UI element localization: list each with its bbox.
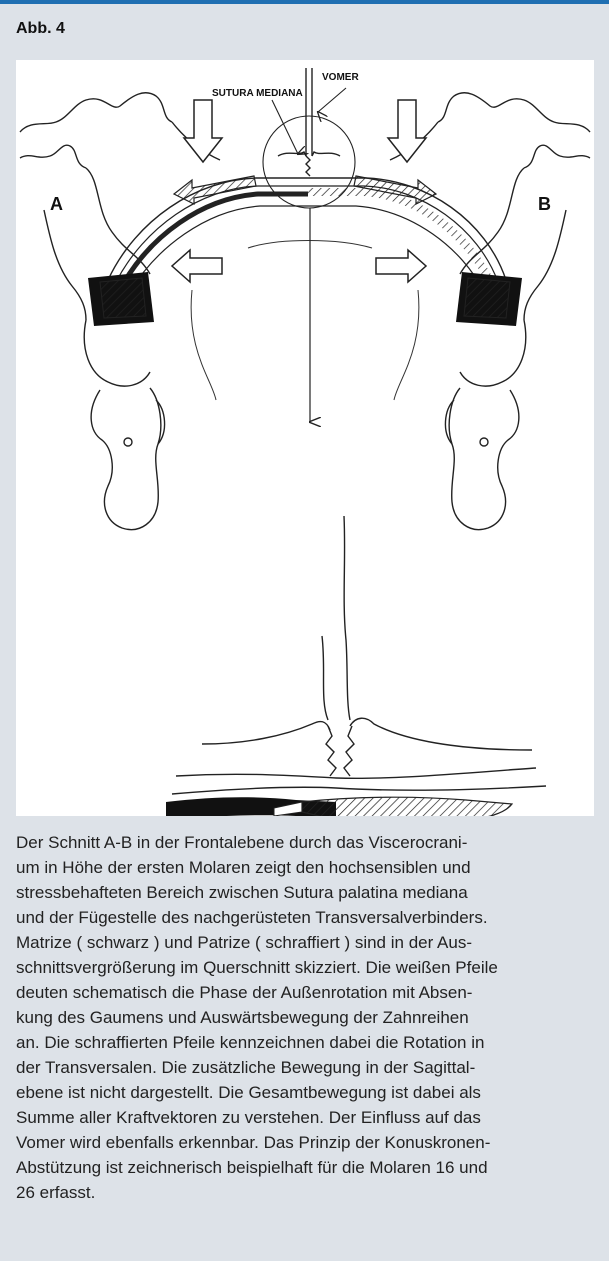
caption-line: an. Die schraffierten Pfeile kennzeichne… (16, 1030, 606, 1055)
caption-line: Vomer wird ebenfalls erkennbar. Das Prin… (16, 1130, 606, 1155)
label-sutura-mediana: SUTURA MEDIANA (212, 88, 303, 99)
caption-line: deuten schematisch die Phase der Außenro… (16, 980, 606, 1005)
white-arrow-down-right (388, 100, 426, 162)
enlargement-patrize (302, 797, 512, 816)
molar-left (88, 272, 154, 326)
white-arrow-right (376, 250, 426, 282)
label-b: B (538, 194, 551, 214)
molar-right (456, 272, 522, 326)
white-arrow-left (172, 250, 222, 282)
dental-diagram: SUTURA MEDIANA VOMER A B (16, 60, 594, 816)
hatched-arrow-left (174, 176, 256, 204)
figure-caption: Der Schnitt A-B in der Frontalebene durc… (16, 830, 606, 1205)
caption-line: Summe aller Kraftvektoren zu verstehen. … (16, 1105, 606, 1130)
caption-line: Matrize ( schwarz ) und Patrize ( schraf… (16, 930, 606, 955)
caption-line: um in Höhe der ersten Molaren zeigt den … (16, 855, 606, 880)
caption-line: Abstützung ist zeichnerisch beispielhaft… (16, 1155, 606, 1180)
figure-image: SUTURA MEDIANA VOMER A B (16, 60, 594, 816)
caption-line: der Transversalen. Die zusätzliche Beweg… (16, 1055, 606, 1080)
label-a: A (50, 194, 63, 214)
white-arrow-down-left (184, 100, 222, 162)
caption-line: Der Schnitt A-B in der Frontalebene durc… (16, 830, 606, 855)
caption-line: schnittsvergrößerung im Querschnitt skiz… (16, 955, 606, 980)
figure-label: Abb. 4 (16, 20, 65, 38)
caption-line: ebene ist nicht dargestellt. Die Gesamtb… (16, 1080, 606, 1105)
caption-line: stressbehafteten Bereich zwischen Sutura… (16, 880, 606, 905)
caption-line: 26 erfasst. (16, 1180, 606, 1205)
caption-line: kung des Gaumens und Auswärtsbewegung de… (16, 1005, 606, 1030)
label-vomer: VOMER (322, 72, 359, 83)
palatal-arch (108, 178, 506, 292)
enlargement-detail (172, 516, 546, 794)
caption-line: und der Fügestelle des nachgerüsteten Tr… (16, 905, 606, 930)
